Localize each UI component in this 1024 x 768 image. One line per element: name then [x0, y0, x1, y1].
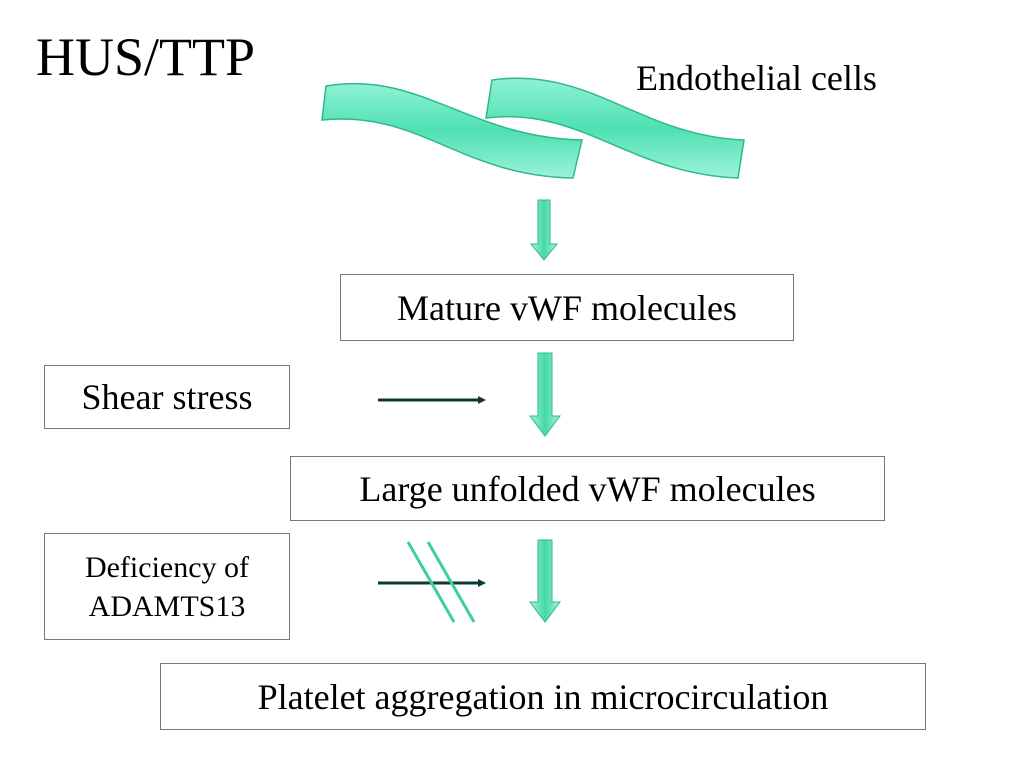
shear-stress-arrow	[378, 396, 486, 404]
mature-vwf-box: Mature vWF molecules	[340, 274, 794, 341]
down-arrow-3	[529, 539, 561, 623]
down-arrow-1	[529, 199, 559, 261]
endothelial-cell-band-right	[485, 77, 745, 179]
endothelial-cell-band-left	[321, 82, 583, 179]
deficiency-line-2: ADAMTS13	[88, 589, 246, 623]
platelet-aggregation-text: Platelet aggregation in microcirculation	[257, 676, 829, 717]
deficiency-line-1: Deficiency of	[84, 550, 250, 584]
slide-title: HUS/TTP	[36, 27, 256, 87]
adamts13-deficiency-box: Deficiency of ADAMTS13	[44, 533, 290, 640]
platelet-aggregation-box: Platelet aggregation in microcirculation	[160, 663, 926, 730]
mature-vwf-text: Mature vWF molecules	[397, 287, 737, 328]
large-unfolded-vwf-box: Large unfolded vWF molecules	[290, 456, 885, 521]
shear-stress-text: Shear stress	[81, 377, 253, 417]
shear-stress-box: Shear stress	[44, 365, 290, 429]
endothelial-cells-label: Endothelial cells	[636, 58, 877, 98]
large-unfolded-vwf-text: Large unfolded vWF molecules	[359, 468, 816, 509]
blocked-arrow	[378, 541, 486, 623]
down-arrow-2	[529, 352, 561, 437]
